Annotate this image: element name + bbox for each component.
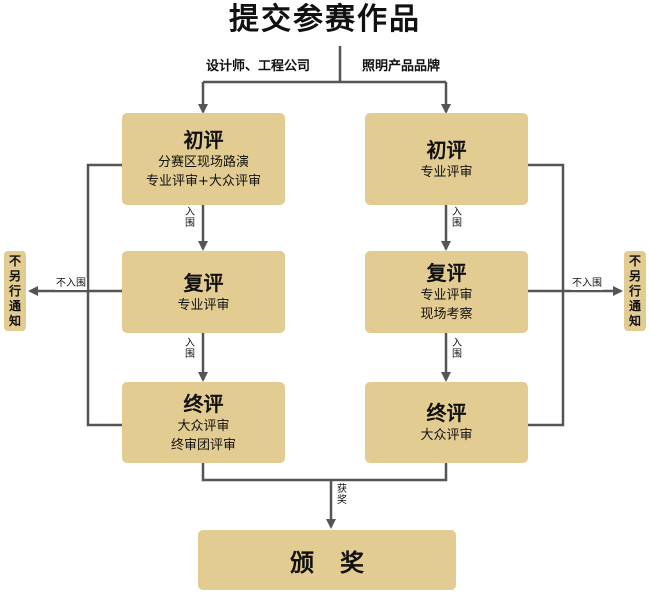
right-final-review-box: 终评 大众评审: [365, 382, 528, 463]
left-final-review-box: 终评 大众评审 终审团评审: [122, 382, 285, 463]
left-second-review-title: 复评: [183, 270, 224, 295]
award-edge-label: 获奖: [336, 484, 348, 506]
left-no-notice-text: 不另行通知: [8, 253, 21, 328]
left-not-advance-label: 不入围: [55, 278, 87, 290]
award-text: 颁奖: [290, 548, 390, 577]
left-advance-label-2: 入围: [184, 338, 196, 360]
right-not-advance-label: 不入围: [571, 278, 603, 290]
page-title: 提交参赛作品: [229, 2, 421, 37]
left-advance-label-1: 入围: [184, 207, 196, 229]
right-no-notice-text: 不另行通知: [628, 253, 641, 328]
right-second-review-title: 复评: [426, 261, 467, 285]
left-final-review-title: 终评: [183, 391, 224, 416]
right-final-review-title: 终评: [426, 401, 467, 425]
right-initial-review-box: 初评 专业评审: [365, 113, 528, 205]
left-final-review-line-2: 终审团评审: [170, 437, 236, 453]
right-no-notice-box: 不另行通知: [624, 251, 646, 331]
left-initial-review-title: 初评: [183, 128, 224, 152]
right-advance-label-1: 入围: [451, 207, 463, 229]
right-bypass-line: [528, 163, 565, 427]
left-bypass-line: [86, 163, 122, 427]
left-initial-review-line-1: 分赛区现场路演: [157, 155, 249, 170]
right-second-review-line-2: 现场考察: [420, 307, 473, 322]
left-initial-review-box: 初评 分赛区现场路演 专业评审+大众评审: [122, 113, 285, 205]
left-second-review-line-1: 专业评审: [177, 297, 230, 313]
award-box: 颁奖: [198, 530, 456, 590]
lane-label-right: 照明产品品牌: [362, 59, 441, 74]
right-final-review-line-1: 大众评审: [420, 428, 473, 443]
left-initial-review-line-2: 专业评审+大众评审: [146, 174, 261, 189]
right-initial-review-title: 初评: [426, 137, 467, 162]
left-no-notice-box: 不另行通知: [4, 251, 26, 331]
left-final-review-line-1: 大众评审: [177, 418, 230, 434]
left-second-review-box: 复评 专业评审: [122, 251, 285, 333]
merge-connector: [201, 463, 448, 482]
right-initial-review-line-1: 专业评审: [420, 164, 473, 180]
right-second-review-box: 复评 专业评审 现场考察: [365, 251, 528, 333]
right-advance-label-2: 入围: [451, 338, 463, 360]
lane-label-left: 设计师、工程公司: [206, 59, 311, 74]
right-second-review-line-1: 专业评审: [420, 288, 473, 303]
